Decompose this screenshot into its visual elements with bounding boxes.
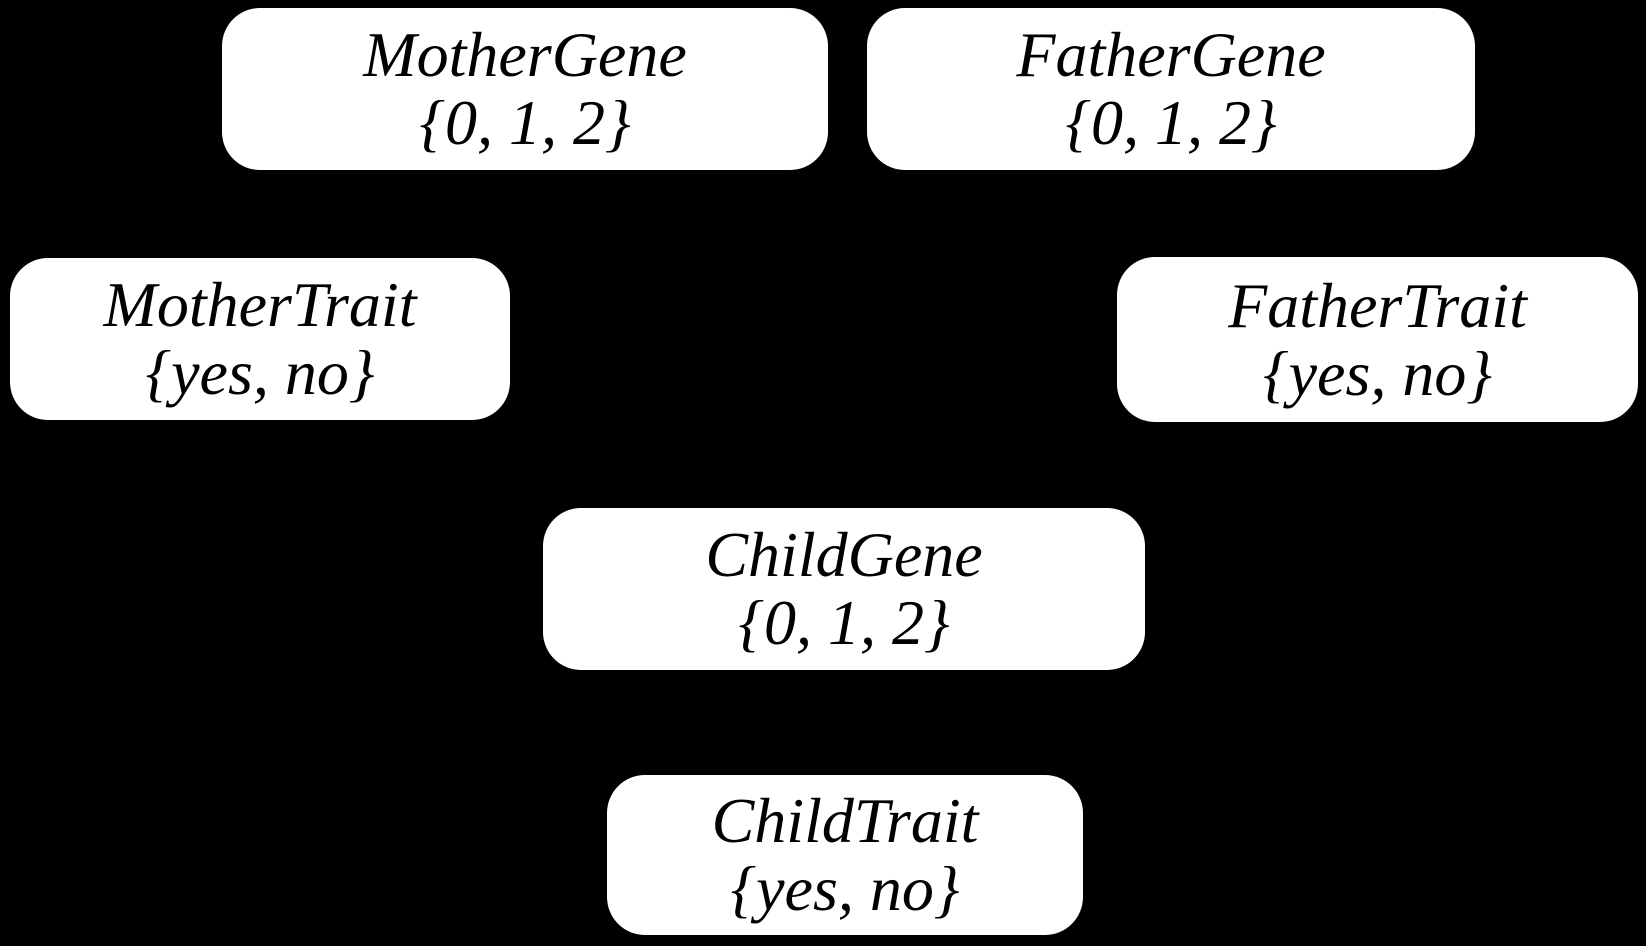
node-child-gene: ChildGene {0, 1, 2} [543,508,1145,670]
node-father-trait-label: FatherTrait [1228,269,1527,341]
node-father-trait: FatherTrait {yes, no} [1117,257,1638,422]
node-father-gene: FatherGene {0, 1, 2} [867,8,1475,170]
node-father-gene-label: FatherGene [1016,19,1326,91]
node-child-trait: ChildTrait {yes, no} [607,775,1083,935]
node-child-trait-domain: {yes, no} [730,853,960,924]
node-mother-gene-label: MotherGene [363,19,687,91]
node-child-gene-domain: {0, 1, 2} [738,587,950,658]
node-father-gene-domain: {0, 1, 2} [1065,87,1277,158]
node-mother-gene: MotherGene {0, 1, 2} [222,8,828,170]
node-father-trait-domain: {yes, no} [1263,337,1492,409]
node-mother-trait-domain: {yes, no} [145,337,375,408]
node-child-trait-label: ChildTrait [711,785,979,857]
node-mother-gene-domain: {0, 1, 2} [419,87,631,158]
node-child-gene-label: ChildGene [705,519,983,591]
node-mother-trait: MotherTrait {yes, no} [10,258,510,420]
node-mother-trait-label: MotherTrait [103,269,417,341]
